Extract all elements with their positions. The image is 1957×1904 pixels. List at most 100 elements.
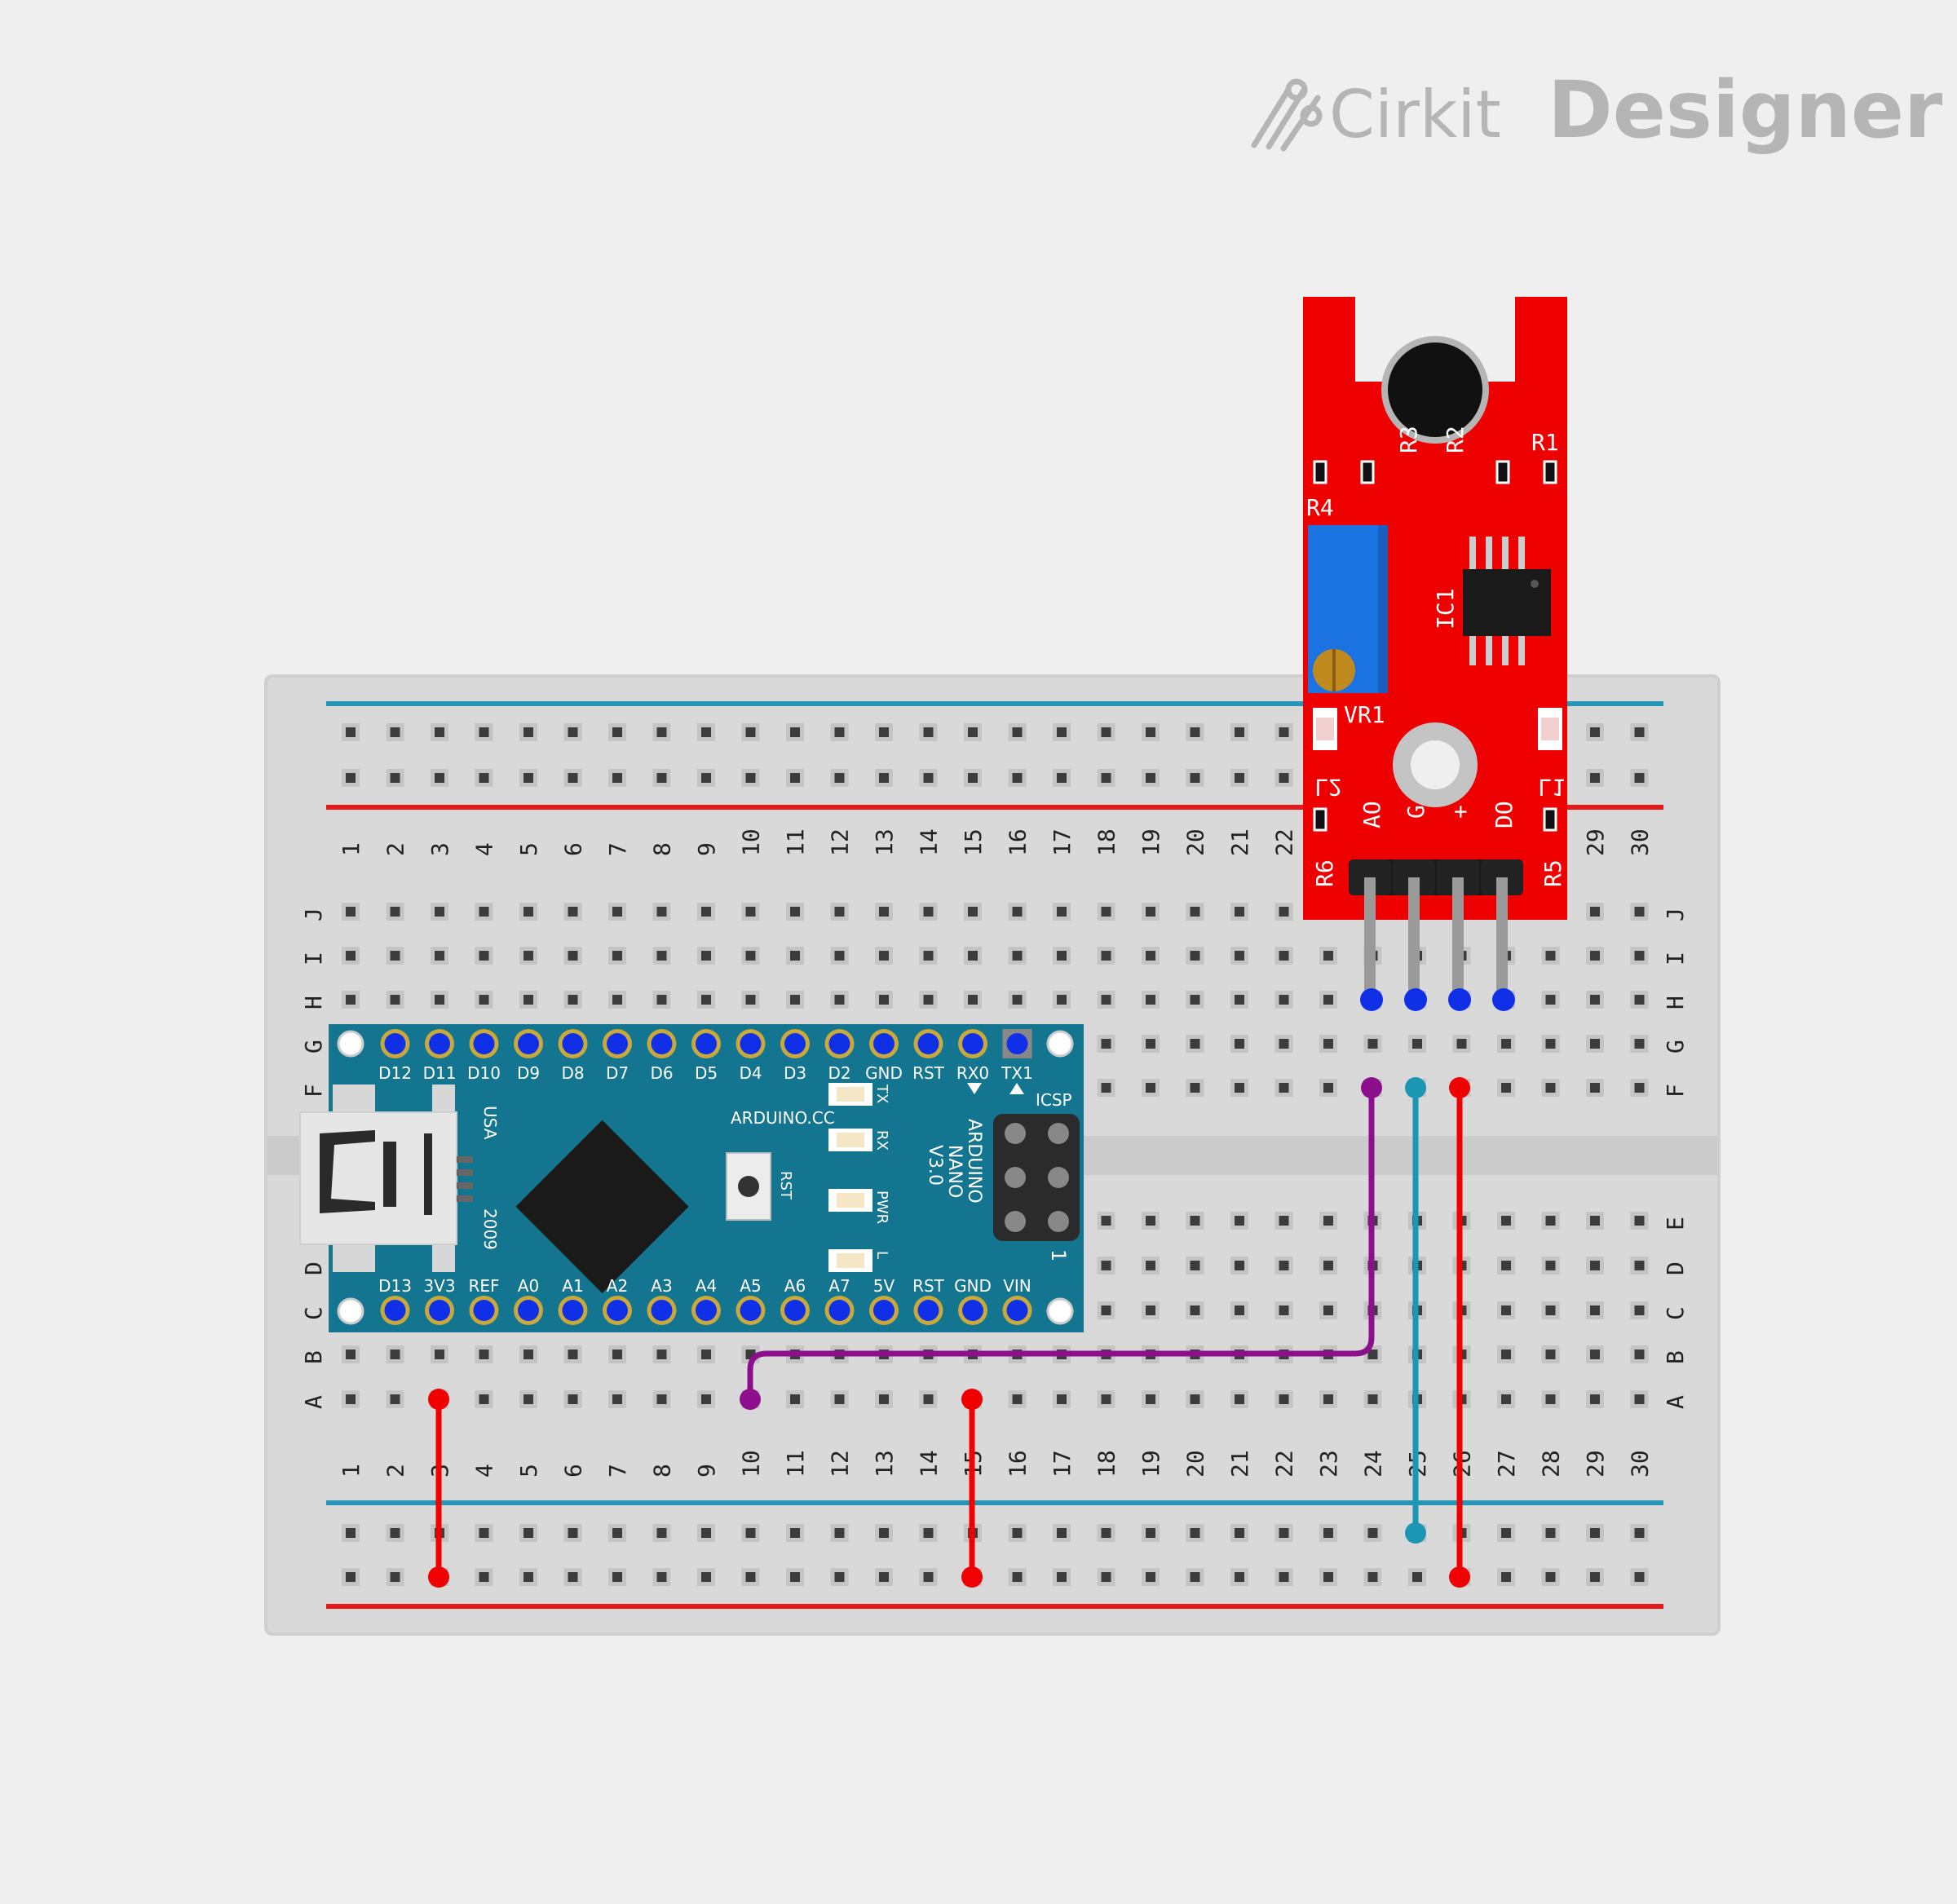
breadboard-hole[interactable] <box>1319 1035 1337 1053</box>
arduino-pin-5v[interactable] <box>869 1296 899 1325</box>
arduino-pin-tx1[interactable] <box>1002 1029 1032 1058</box>
breadboard-hole[interactable] <box>697 947 715 965</box>
breadboard-hole[interactable] <box>1630 1212 1649 1230</box>
rail-hole[interactable] <box>1097 1524 1115 1542</box>
breadboard-hole[interactable] <box>1230 1079 1248 1097</box>
breadboard-hole[interactable] <box>1097 1390 1115 1408</box>
rail-hole[interactable] <box>652 1524 671 1542</box>
rail-hole[interactable] <box>1186 1568 1204 1586</box>
arduino-pin-a3[interactable] <box>647 1296 677 1325</box>
rail-hole[interactable] <box>741 1524 760 1542</box>
breadboard-hole[interactable] <box>1186 947 1204 965</box>
breadboard-hole[interactable] <box>1630 1345 1649 1363</box>
rail-hole[interactable] <box>697 1568 715 1586</box>
rail-hole[interactable] <box>652 1568 671 1586</box>
breadboard-hole[interactable] <box>475 903 493 921</box>
breadboard-hole[interactable] <box>697 903 715 921</box>
rail-hole[interactable] <box>342 1524 360 1542</box>
breadboard-hole[interactable] <box>519 1390 537 1408</box>
rail-hole[interactable] <box>1142 1568 1160 1586</box>
breadboard-hole[interactable] <box>608 991 626 1009</box>
breadboard-hole[interactable] <box>1541 991 1560 1009</box>
breadboard-hole[interactable] <box>652 991 671 1009</box>
rail-hole[interactable] <box>342 769 360 787</box>
breadboard-hole[interactable] <box>1497 1345 1515 1363</box>
rail-hole[interactable] <box>741 769 760 787</box>
breadboard-hole[interactable] <box>830 991 849 1009</box>
breadboard-hole[interactable] <box>1541 1079 1560 1097</box>
rail-hole[interactable] <box>563 1524 582 1542</box>
breadboard-hole[interactable] <box>1097 991 1115 1009</box>
breadboard-hole[interactable] <box>1274 991 1293 1009</box>
breadboard-hole[interactable] <box>608 947 626 965</box>
breadboard-hole[interactable] <box>1319 1079 1337 1097</box>
breadboard-hole[interactable] <box>519 991 537 1009</box>
rail-hole[interactable] <box>830 769 849 787</box>
breadboard-hole[interactable] <box>919 947 938 965</box>
rail-hole[interactable] <box>1186 723 1204 741</box>
breadboard-hole[interactable] <box>652 903 671 921</box>
breadboard-hole[interactable] <box>1497 1212 1515 1230</box>
breadboard-hole[interactable] <box>475 991 493 1009</box>
breadboard-hole[interactable] <box>1142 1301 1160 1319</box>
wire-endpoint[interactable] <box>740 1389 761 1410</box>
rail-hole[interactable] <box>1097 1568 1115 1586</box>
breadboard-hole[interactable] <box>1008 1390 1027 1408</box>
breadboard-hole[interactable] <box>1630 991 1649 1009</box>
arduino-pin-d8[interactable] <box>558 1029 588 1058</box>
arduino-pin-d11[interactable] <box>425 1029 454 1058</box>
rail-hole[interactable] <box>830 1524 849 1542</box>
rail-hole[interactable] <box>652 723 671 741</box>
rail-hole[interactable] <box>386 769 404 787</box>
wire-endpoint[interactable] <box>1405 1077 1426 1098</box>
breadboard-hole[interactable] <box>741 947 760 965</box>
breadboard-hole[interactable] <box>1230 1257 1248 1274</box>
arduino-pin-d2[interactable] <box>824 1029 855 1058</box>
breadboard-hole[interactable] <box>964 947 982 965</box>
sensor-pin-plus[interactable] <box>1448 988 1471 1011</box>
breadboard-hole[interactable] <box>386 991 404 1009</box>
arduino-pin-d13[interactable] <box>380 1296 410 1325</box>
breadboard-hole[interactable] <box>1452 1035 1471 1053</box>
breadboard-hole[interactable] <box>1142 991 1160 1009</box>
rail-hole[interactable] <box>786 1568 804 1586</box>
breadboard-hole[interactable] <box>1186 1035 1204 1053</box>
rail-hole[interactable] <box>1408 1568 1426 1586</box>
breadboard-hole[interactable] <box>608 1345 626 1363</box>
breadboard-hole[interactable] <box>1319 991 1337 1009</box>
rail-hole[interactable] <box>786 723 804 741</box>
arduino-pin-d6[interactable] <box>647 1029 677 1058</box>
arduino-pin-a0[interactable] <box>514 1296 543 1325</box>
breadboard-hole[interactable] <box>1186 1257 1204 1274</box>
breadboard-hole[interactable] <box>1186 1079 1204 1097</box>
breadboard-hole[interactable] <box>431 947 448 965</box>
reset-button[interactable] <box>726 1152 771 1221</box>
rail-hole[interactable] <box>1230 1568 1248 1586</box>
breadboard-hole[interactable] <box>1142 1257 1160 1274</box>
breadboard-hole[interactable] <box>875 991 893 1009</box>
breadboard-hole[interactable] <box>830 1390 849 1408</box>
rail-hole[interactable] <box>875 723 893 741</box>
breadboard-hole[interactable] <box>875 947 893 965</box>
breadboard-hole[interactable] <box>1142 1390 1160 1408</box>
breadboard-hole[interactable] <box>563 903 582 921</box>
breadboard-hole[interactable] <box>652 1390 671 1408</box>
rail-hole[interactable] <box>608 723 626 741</box>
breadboard-hole[interactable] <box>1319 1212 1337 1230</box>
breadboard-hole[interactable] <box>1497 1390 1515 1408</box>
breadboard-hole[interactable] <box>1586 1301 1604 1319</box>
rail-hole[interactable] <box>342 723 360 741</box>
rail-hole[interactable] <box>830 723 849 741</box>
breadboard-hole[interactable] <box>431 991 448 1009</box>
breadboard-hole[interactable] <box>1230 903 1248 921</box>
breadboard-hole[interactable] <box>1497 1301 1515 1319</box>
breadboard-hole[interactable] <box>519 1345 537 1363</box>
rail-hole[interactable] <box>830 1568 849 1586</box>
rail-hole[interactable] <box>697 723 715 741</box>
breadboard-hole[interactable] <box>1586 1079 1604 1097</box>
breadboard-hole[interactable] <box>964 991 982 1009</box>
breadboard-hole[interactable] <box>1008 903 1027 921</box>
rail-hole[interactable] <box>1097 723 1115 741</box>
breadboard-hole[interactable] <box>1319 1257 1337 1274</box>
rail-hole[interactable] <box>875 1568 893 1586</box>
